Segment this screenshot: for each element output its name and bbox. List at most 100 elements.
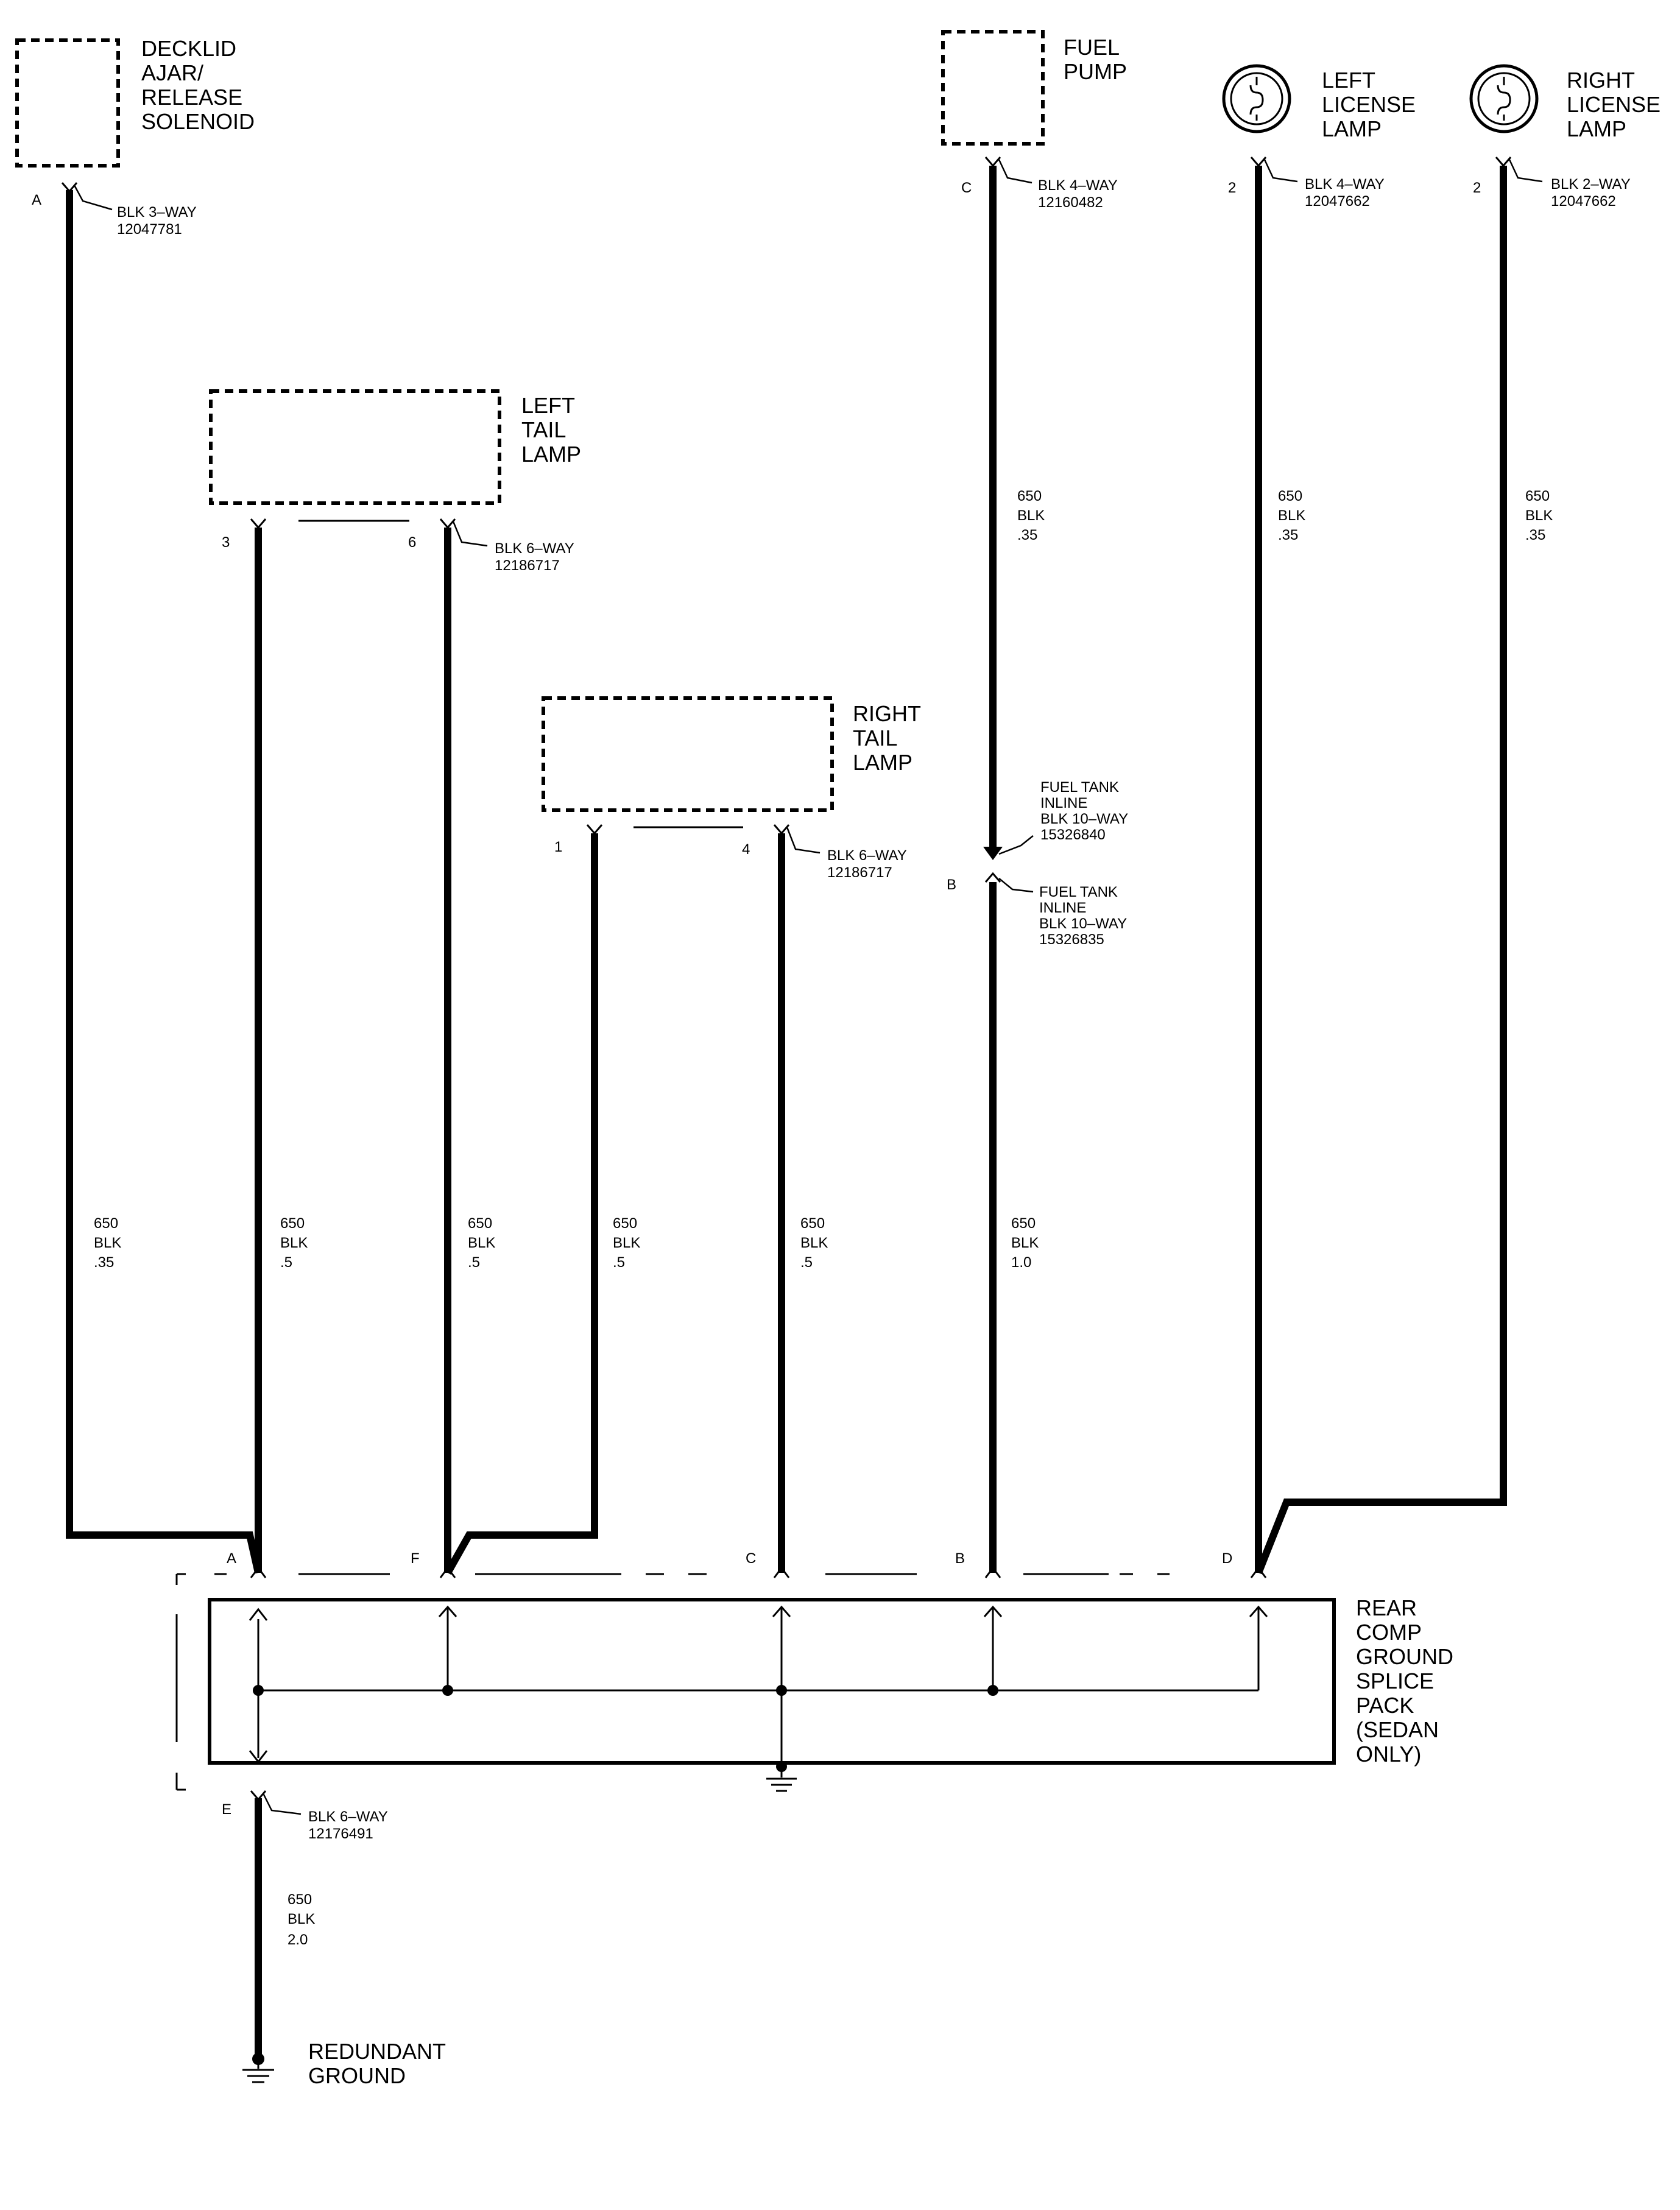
redundant-ground-label-line: GROUND [308,2063,406,2088]
left-tail-label-line: TAIL [521,417,565,442]
wire-label-line: BLK [288,1911,315,1927]
splice-label-line: (SEDAN [1356,1717,1439,1742]
left-tail-label-line: LEFT [521,393,575,418]
wire-label-decklid: 650 BLK .35 [94,1215,125,1271]
pin-splice-e: E [222,1801,231,1818]
fuel-pump-label-line: FUEL [1064,35,1119,60]
splice-nodes [253,1685,998,1696]
wire-label-line: .5 [468,1254,480,1271]
wire-label-line: 650 [280,1215,305,1232]
wire-label-line: 650 [1011,1215,1036,1232]
connector-leaders [73,159,1543,1815]
wire-label-line: 650 [1525,488,1550,504]
wire-label-line: .5 [280,1254,292,1271]
wire-label-line: 650 [94,1215,118,1232]
pin-splice-a: A [227,1550,236,1567]
splice-pack-label: REAR COMP GROUND SPLICE PACK (SEDAN ONLY… [1356,1595,1459,1767]
connector-label-line: 15326840 [1040,827,1106,843]
fuel-pump-box [941,30,1045,146]
right-license-label-line: RIGHT [1567,68,1635,93]
decklid-label-line: AJAR/ [141,60,203,85]
left-tail-lamp-label: LEFT TAIL LAMP [521,393,581,467]
connector-label-line: BLK 6–WAY [827,847,907,864]
left-license-label-line: LAMP [1322,116,1382,141]
right-license-lamp-label: RIGHT LICENSE LAMP [1567,68,1667,141]
pin-fuel-pump: C [961,180,972,196]
wire-label-line: BLK [613,1235,640,1251]
connector-label-line: BLK 6–WAY [495,540,574,557]
wire-label-line: 650 [1278,488,1302,504]
connector-label-line: 12047781 [117,221,182,238]
wire-label-right-tail-4: 650 BLK .5 [800,1215,832,1271]
left-license-label-line: LEFT [1322,68,1375,93]
connector-terminals [61,157,1512,1801]
pin-right-tail-a: 1 [554,839,562,855]
wire-label-left-tail-6: 650 BLK .5 [468,1215,499,1271]
wire-label-line: BLK [1278,507,1305,524]
splice-label-line: COMP [1356,1620,1421,1645]
connector-label-line: 12176491 [308,1826,373,1842]
wire-right-tail-1 [444,833,598,1575]
redundant-ground-label: REDUNDANT GROUND [308,2039,451,2088]
wire-label-right-license: 650 BLK .35 [1525,488,1557,543]
wire-label-line: .5 [800,1254,813,1271]
wire-label-line: .35 [1278,527,1298,543]
connector-label-line: 12186717 [827,864,892,881]
right-license-bulb-icon [1469,64,1539,133]
connector-label-line: BLK 10–WAY [1039,916,1127,932]
wire-label-line: BLK [1017,507,1045,524]
wire-label-ground: 650 BLK 2.0 [288,1891,319,1948]
wire-label-left-license: 650 BLK .35 [1278,488,1310,543]
splice-label-line: GROUND [1356,1644,1453,1669]
left-license-label-line: LICENSE [1322,92,1416,117]
wire-label-line: 2.0 [288,1932,308,1948]
connector-label-line: BLK 6–WAY [308,1809,388,1825]
connector-label-line: BLK 3–WAY [117,204,197,221]
pin-splice-d: D [1222,1550,1232,1567]
wire-label-line: 650 [1017,488,1042,504]
decklid-solenoid-box [15,38,120,168]
connector-label-line: 15326835 [1039,931,1104,948]
wire-label-fuel-pump-lower: 650 BLK 1.0 [1011,1215,1043,1271]
right-tail-lamp-box [542,696,834,812]
decklid-connector-label: BLK 3–WAY 12047781 [117,204,200,238]
pin-splice-b: B [955,1550,965,1567]
splice-label-line: SPLICE [1356,1668,1434,1693]
wire-label-line: BLK [94,1235,121,1251]
wire-label-left-tail-3: 650 BLK .5 [280,1215,312,1271]
splice-ground-symbol [766,1761,797,1792]
right-license-label-line: LAMP [1567,116,1626,141]
left-tail-label-line: LAMP [521,442,581,467]
connector-label-line: FUEL TANK [1039,884,1118,900]
wire-label-line: .5 [613,1254,625,1271]
wire-label-line: .35 [1017,527,1037,543]
left-license-connector-label: BLK 4–WAY 12047662 [1305,176,1388,210]
right-tail-label-line: LAMP [853,750,912,775]
wire-label-line: BLK [468,1235,495,1251]
wire-label-line: 1.0 [1011,1254,1031,1271]
splice-internal-bus [249,1605,1268,1773]
decklid-label-line: DECKLID [141,36,236,61]
pin-right-tail-b: 4 [742,841,750,858]
decklid-label-line: RELEASE [141,85,242,110]
wire-label-line: 650 [613,1215,637,1232]
connector-label-line: 12047662 [1551,193,1616,210]
decklid-label-line: SOLENOID [141,109,255,134]
connector-label-line: BLK 4–WAY [1305,176,1385,192]
connector-label-line: INLINE [1040,795,1087,811]
wire-label-line: .35 [94,1254,114,1271]
fuel-pump-label-line: PUMP [1064,59,1127,84]
connector-label-line: 12160482 [1038,194,1103,211]
wire-label-fuel-pump-upper: 650 BLK .35 [1017,488,1049,543]
pin-splice-f: F [411,1550,420,1567]
connector-label-line: BLK 2–WAY [1551,176,1631,192]
wire-right-license [1255,166,1507,1575]
left-tail-lamp-box [209,389,501,505]
connector-label-line: BLK 10–WAY [1040,811,1128,827]
left-license-bulb-icon [1222,64,1291,133]
right-tail-connector-label: BLK 6–WAY 12186717 [827,847,911,881]
connector-label-line: 12186717 [495,557,560,574]
wire-label-line: BLK [1011,1235,1039,1251]
pin-left-tail-a: 3 [222,534,230,551]
